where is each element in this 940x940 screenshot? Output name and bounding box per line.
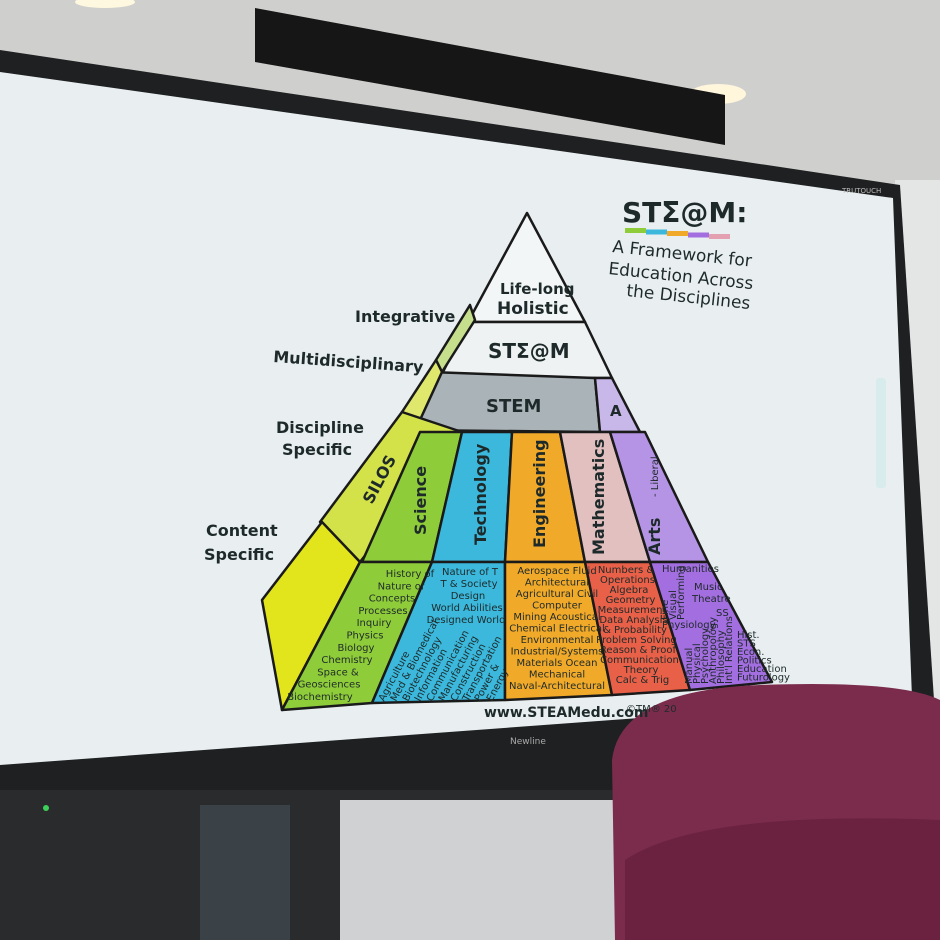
- technology-item: Nature of T: [442, 567, 499, 578]
- arts-item: Physiology: [662, 620, 716, 631]
- arts-subitem: Philosophy: [716, 630, 727, 684]
- engineering-item: Environmental: [521, 635, 594, 646]
- column-arts-sub-label: - Liberal: [650, 456, 661, 497]
- label-discipline-specific: Specific: [282, 440, 352, 459]
- mathematics-item: Measurement: [598, 605, 667, 616]
- arts-item: Education: [737, 664, 787, 675]
- level-lifelong-label: Life-long: [500, 280, 575, 298]
- copyright: ©TM® 20: [626, 704, 677, 715]
- science-item: History of: [386, 569, 435, 580]
- level-a-label: A: [610, 402, 622, 420]
- arts-subitem: Anthropology: [708, 617, 719, 684]
- column-science-label: Science: [411, 466, 430, 535]
- mathematics-item: Reason & Proof: [600, 645, 677, 656]
- steam-url[interactable]: www.STEAMedu.com: [484, 705, 649, 721]
- bezel-brand-top: TRUTOUCH: [841, 187, 881, 195]
- arts-item: SS: [716, 608, 729, 619]
- chair-seat: [625, 818, 940, 940]
- mathematics-item: Geometry: [606, 595, 656, 606]
- logo-color-bar: [688, 232, 709, 238]
- engineering-item: Aerospace Fluid: [517, 566, 596, 577]
- column-engineering-label: Engineering: [530, 439, 549, 548]
- lower-panel-dark: [200, 805, 290, 940]
- science-item: Biochemistry: [287, 692, 353, 703]
- logo-color-bar: [646, 229, 667, 235]
- level-holistic-label: Holistic: [497, 299, 569, 319]
- arts-subitem: Fine: [660, 600, 671, 620]
- engineering-item: Chemical Electrical: [509, 624, 605, 635]
- arts-item: STS: [737, 639, 756, 650]
- science-item: Space &: [317, 667, 359, 678]
- column-arts-label: Arts: [645, 518, 664, 555]
- mathematics-item: & Probability: [603, 625, 667, 636]
- engineering-item: Mining Acoustical: [513, 612, 600, 623]
- label-content-specific: Specific: [204, 545, 274, 564]
- technology-item: T & Society: [440, 579, 498, 590]
- arts-item: Music: [694, 582, 722, 593]
- logo-color-bar: [667, 231, 688, 236]
- arts-item: Politics: [737, 656, 772, 667]
- camera-bar: [255, 8, 725, 145]
- mathematics-item: Problem Solving: [596, 635, 677, 646]
- steam-pyramid: [260, 211, 774, 712]
- engineering-item: Materials Ocean: [516, 658, 597, 669]
- technology-item: Design: [451, 591, 486, 602]
- science-item: Geosciences: [298, 680, 361, 691]
- technology-item: Designed World: [427, 615, 506, 626]
- engineering-item: Naval-Architectural: [509, 681, 605, 692]
- science-item: Chemistry: [321, 655, 372, 666]
- level-stem-label: STEM: [486, 396, 541, 417]
- label-discipline-specific: Discipline: [276, 418, 364, 437]
- arts-subitem: Psychology: [700, 628, 711, 684]
- mathematics-item: Numbers &: [598, 565, 655, 576]
- engineering-item: Architectural: [525, 578, 589, 589]
- bezel-brand-bottom: Newline: [510, 737, 546, 747]
- level-steam-label: STΣ@M: [488, 339, 570, 363]
- arts-item: Hist.: [737, 630, 760, 641]
- engineering-item: Agricultural Civil: [516, 589, 598, 600]
- technology-item: World Abilities: [431, 603, 502, 614]
- steam-logo: STΣ@M:: [622, 196, 747, 229]
- science-item: Inquiry: [357, 618, 392, 629]
- science-item: Biology: [338, 643, 375, 654]
- mathematics-item: Communication: [600, 655, 679, 666]
- power-led: [43, 805, 49, 811]
- column-technology-label: Technology: [471, 443, 490, 545]
- cell-arts: [648, 560, 774, 692]
- ceiling-light: [75, 0, 135, 8]
- arts-subitem: Visual: [668, 590, 679, 620]
- label-content-specific: Content: [206, 521, 278, 540]
- logo-color-bar: [709, 234, 730, 239]
- science-item: Physics: [347, 631, 384, 642]
- screen-side-toolbar[interactable]: [876, 378, 886, 488]
- arts-subitem: Int'l Relations: [724, 616, 735, 684]
- arts-item: Humanities: [662, 564, 719, 575]
- arts-item: Econ.: [737, 647, 764, 658]
- science-item: Concepts: [369, 594, 416, 605]
- arts-subitem: Physical: [692, 643, 703, 684]
- arts-subitem: Performing: [676, 565, 687, 620]
- arts-subitem: Manual: [684, 648, 695, 684]
- mathematics-item: Algebra: [610, 585, 649, 596]
- arts-item: Theatre: [691, 594, 731, 605]
- science-item: Processes: [358, 606, 407, 617]
- mathematics-item: Calc & Trig: [616, 675, 669, 686]
- engineering-item: Computer: [532, 601, 583, 612]
- mathematics-item: Operations: [600, 575, 655, 586]
- engineering-item: Industrial/Systems: [511, 647, 604, 658]
- mathematics-item: Theory: [623, 665, 659, 676]
- engineering-item: Mechanical: [529, 670, 585, 681]
- arts-item: Futurology: [737, 673, 790, 684]
- lower-panel: [340, 800, 615, 940]
- label-integrative: Integrative: [355, 307, 456, 326]
- logo-color-bar: [625, 228, 646, 233]
- science-item: Nature of: [378, 581, 425, 592]
- column-mathematics-label: Mathematics: [589, 439, 608, 555]
- mathematics-item: Data Analysis: [599, 615, 667, 626]
